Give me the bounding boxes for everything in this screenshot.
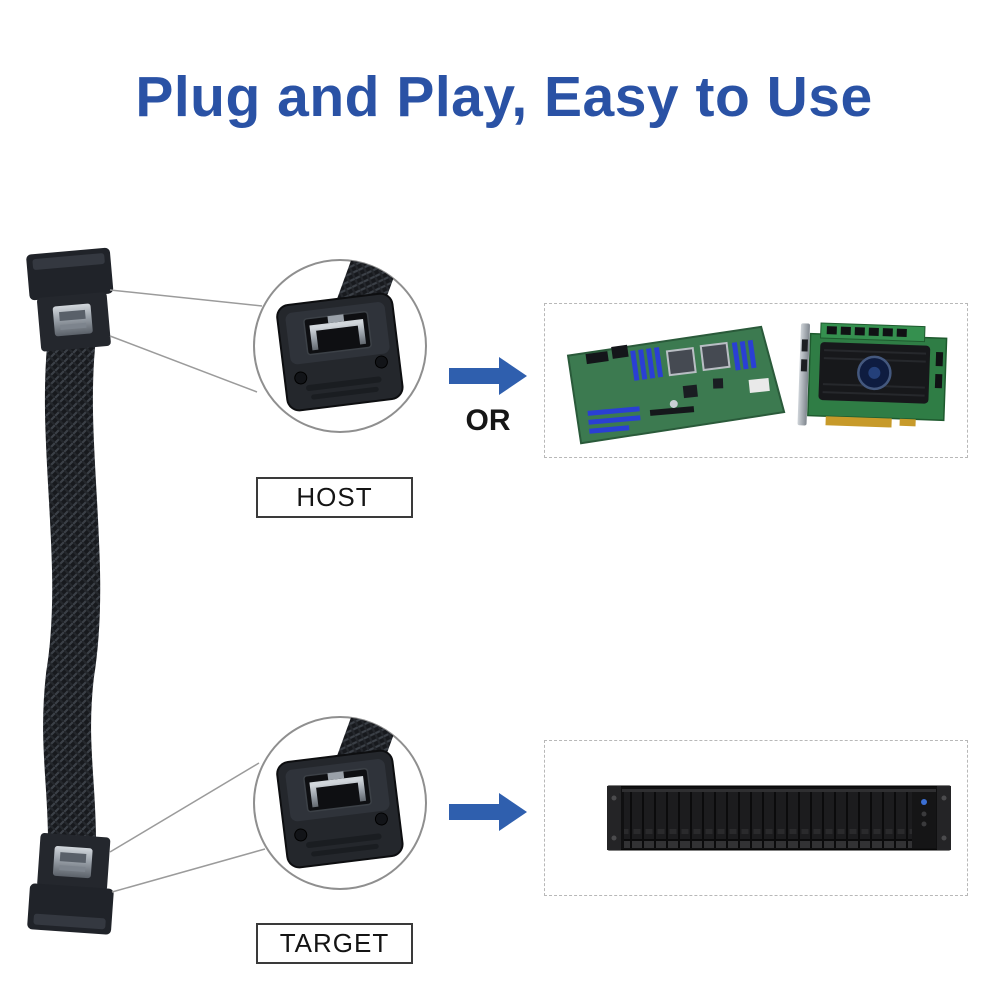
target-label-text: TARGET: [279, 928, 390, 958]
target-label: TARGET: [256, 923, 413, 964]
host-devices-box: [544, 303, 968, 458]
page-title: Plug and Play, Easy to Use: [135, 65, 873, 129]
arrow-head: [499, 793, 527, 831]
arrow-head: [499, 357, 527, 395]
arrow-shaft: [449, 368, 499, 384]
arrow-shaft: [449, 804, 499, 820]
connector-closeup-image: [253, 259, 427, 433]
connector-closeup-image: [253, 716, 427, 890]
host-label: HOST: [256, 477, 413, 518]
sas-cable-image: [26, 247, 114, 935]
server-chassis-image: [607, 785, 951, 851]
target-arrow-icon: [449, 793, 527, 831]
motherboard-image: [566, 325, 786, 445]
host-label-text: HOST: [296, 482, 373, 512]
raid-card-image: [797, 322, 948, 428]
target-connector-closeup: [251, 714, 429, 897]
host-arrow-icon: [449, 357, 527, 395]
host-connector-closeup: [251, 257, 429, 440]
or-label: OR: [465, 404, 511, 437]
target-device-box: [544, 740, 968, 896]
